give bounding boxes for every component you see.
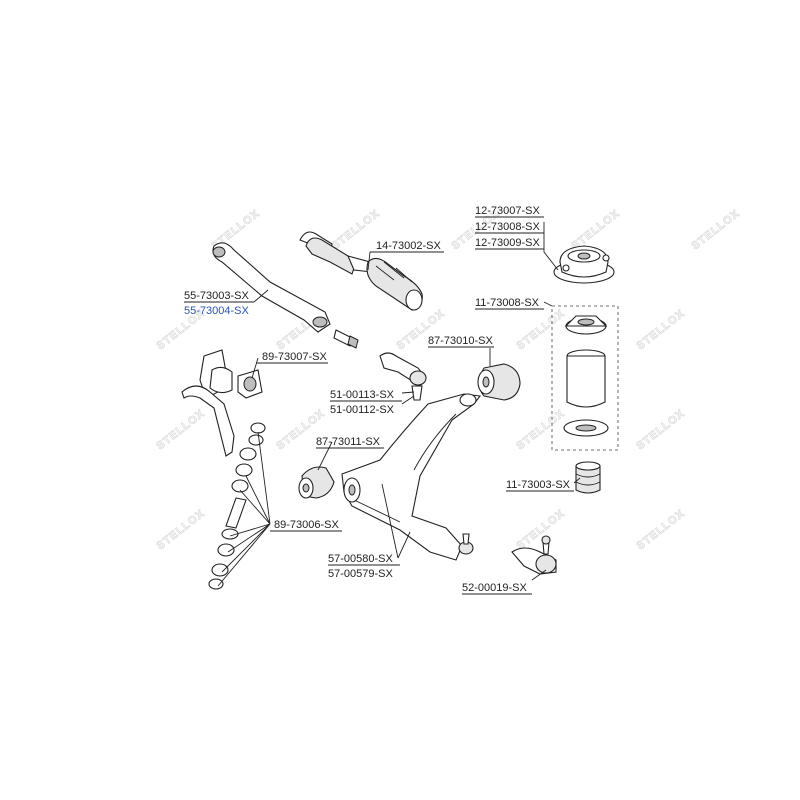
leader-lines <box>217 222 581 587</box>
part-labels: 55-73003-SX 55-73004-SX 14-73002-SX 12-7… <box>184 205 574 595</box>
label-51-00112[interactable]: 51-00112-SX <box>330 404 395 416</box>
watermark-text: STELLOX <box>154 407 207 452</box>
label-14-73002[interactable]: 14-73002-SX <box>376 240 441 252</box>
label-11-73003[interactable]: 11-73003-SX <box>506 479 571 491</box>
label-89-73006[interactable]: 89-73006-SX <box>274 519 339 531</box>
watermark-text: STELLOX <box>634 507 687 552</box>
control-arm-part[interactable] <box>341 393 482 561</box>
strut-kit-part[interactable] <box>551 305 619 451</box>
label-52-00019[interactable]: 52-00019-SX <box>462 582 527 594</box>
watermark-text: STELLOX <box>514 307 567 352</box>
label-12-73007[interactable]: 12-73007-SX <box>475 205 540 217</box>
steering-boot-part[interactable] <box>299 231 423 311</box>
label-11-73008[interactable]: 11-73008-SX <box>475 297 540 309</box>
watermark-text: STELLOX <box>634 307 687 352</box>
label-55-73003[interactable]: 55-73003-SX <box>184 290 249 302</box>
watermark-text: STELLOX <box>569 207 622 252</box>
label-55-73004[interactable]: 55-73004-SX <box>184 305 249 317</box>
watermark-text: STELLOX <box>514 507 567 552</box>
watermark-text: STELLOX <box>514 407 567 452</box>
strut-mount-part[interactable] <box>553 245 615 284</box>
tie-rod-part[interactable] <box>212 242 359 349</box>
label-12-73008[interactable]: 12-73008-SX <box>475 221 540 233</box>
label-87-73011[interactable]: 87-73011-SX <box>316 436 381 448</box>
rear-bushing-part[interactable] <box>477 363 521 401</box>
stabilizer-bar-part[interactable] <box>181 385 235 457</box>
front-bushing-part[interactable] <box>298 466 335 499</box>
watermark-text: STELLOX <box>689 207 742 252</box>
ball-joint-part[interactable] <box>511 535 557 575</box>
bump-stop-part[interactable] <box>575 461 601 494</box>
label-12-73009[interactable]: 12-73009-SX <box>475 237 540 249</box>
label-87-73010[interactable]: 87-73010-SX <box>428 335 493 347</box>
watermark-text: STELLOX <box>154 507 207 552</box>
label-57-00579[interactable]: 57-00579-SX <box>328 568 393 580</box>
watermark-text: STELLOX <box>634 407 687 452</box>
stabilizer-bushing-part[interactable] <box>199 349 263 399</box>
label-89-73007[interactable]: 89-73007-SX <box>262 351 327 363</box>
label-57-00580[interactable]: 57-00580-SX <box>328 553 393 565</box>
tie-rod-end-part[interactable] <box>379 352 427 401</box>
label-51-00113[interactable]: 51-00113-SX <box>330 389 395 401</box>
watermark-text: STELLOX <box>329 207 382 252</box>
stabilizer-link-kit-part[interactable] <box>208 422 266 590</box>
